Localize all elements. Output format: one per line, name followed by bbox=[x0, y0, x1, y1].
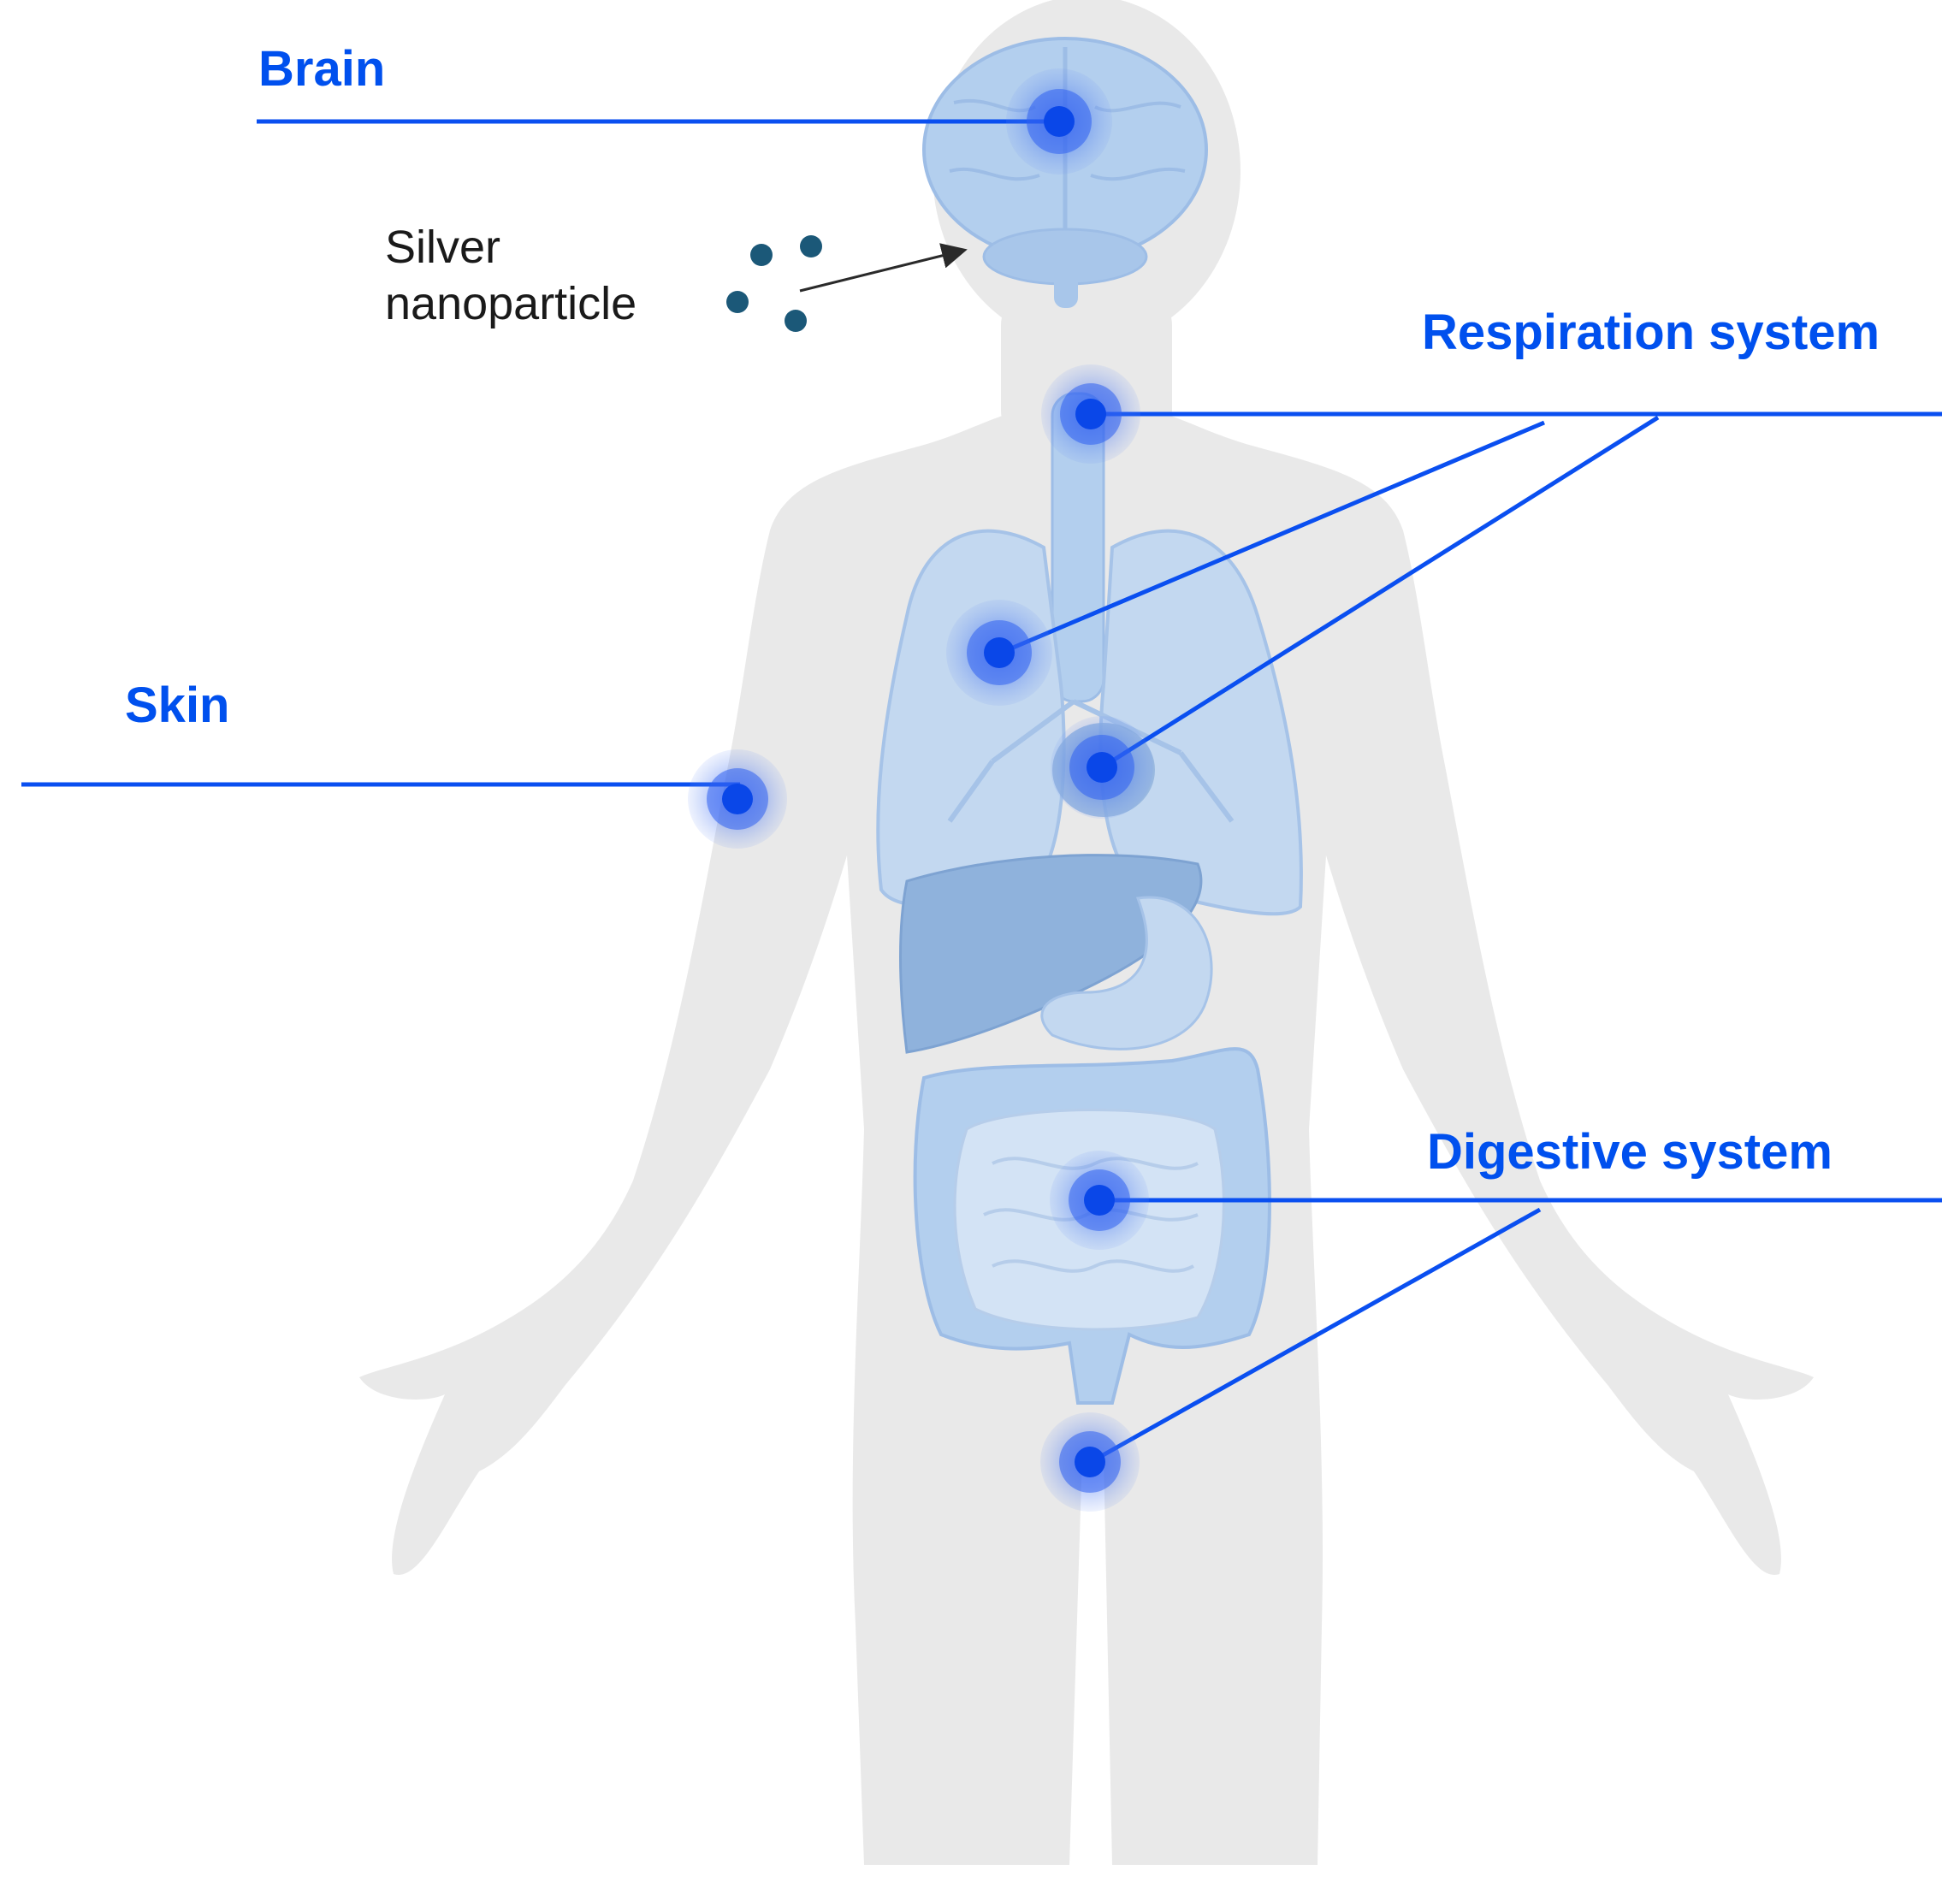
skin-label: Skin bbox=[125, 678, 230, 733]
leader-lines bbox=[21, 119, 1942, 1465]
markers bbox=[688, 68, 1153, 1512]
respiration-leader-line-lung bbox=[1000, 420, 1545, 655]
stomach-organ bbox=[1040, 896, 1213, 1050]
nanoparticle-dot bbox=[800, 235, 822, 257]
skin-marker bbox=[688, 749, 787, 849]
digestive-system-label: Digestive system bbox=[1427, 1124, 1833, 1180]
brain-marker bbox=[1006, 68, 1112, 175]
throat-marker bbox=[1041, 364, 1140, 464]
nanoparticle-dot bbox=[726, 291, 749, 313]
nanoparticle-arrow bbox=[799, 243, 968, 293]
respiration-leader-line-heart bbox=[1100, 415, 1660, 770]
intestine-marker bbox=[1050, 1151, 1149, 1250]
silver-nanoparticle-label: Silver nanoparticle bbox=[385, 219, 637, 332]
respiration-system-label: Respiration system bbox=[1422, 305, 1880, 360]
rectum-marker bbox=[1040, 1412, 1140, 1512]
brain-label: Brain bbox=[258, 41, 386, 97]
silver-nanoparticle-label-line1: Silver bbox=[385, 222, 501, 273]
digestive-leader-line-lower bbox=[1089, 1207, 1542, 1465]
lung-marker bbox=[946, 600, 1052, 706]
nanoparticle-dot bbox=[750, 244, 773, 266]
nanoparticles bbox=[726, 235, 822, 332]
silver-nanoparticle-label-line2: nanoparticle bbox=[385, 278, 637, 329]
nanoparticle-dot bbox=[785, 310, 807, 332]
liver-organ bbox=[899, 854, 1203, 1054]
heart-marker bbox=[1051, 716, 1153, 819]
